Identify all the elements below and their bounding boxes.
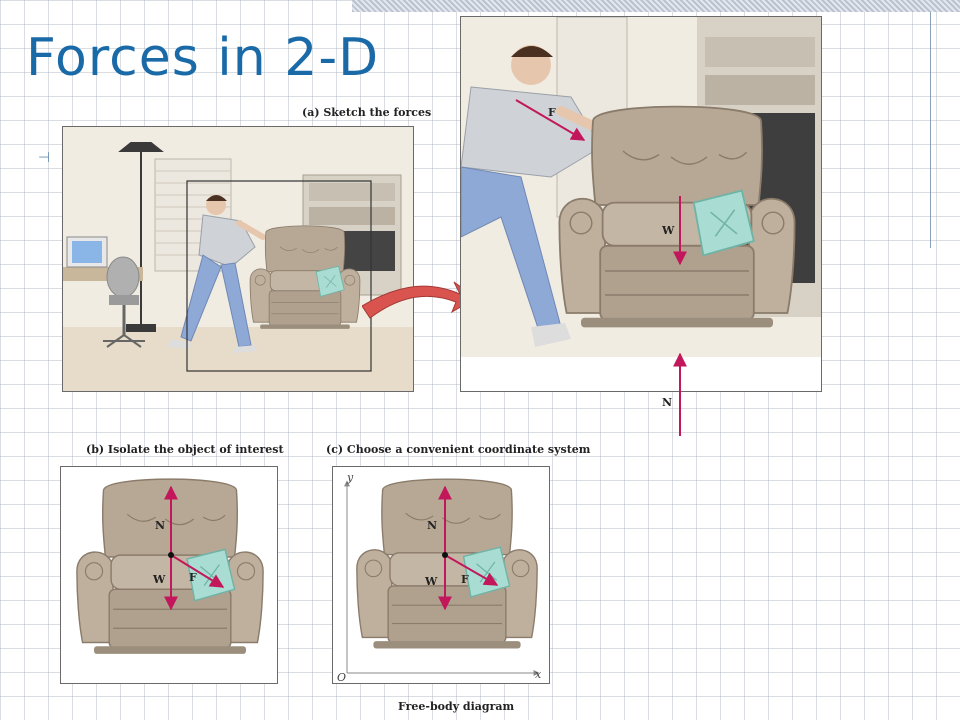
x-axis-label: x bbox=[535, 668, 542, 681]
zoomed-scene-panel bbox=[460, 16, 822, 392]
coordinate-chair-diagram: y x O N W F bbox=[337, 471, 542, 684]
caption-sketch-forces: (a) Sketch the forces bbox=[302, 106, 432, 119]
top-decorative-band bbox=[352, 0, 960, 12]
coordinate-system-panel: y x O N W F bbox=[332, 466, 550, 684]
bullet-mark: ⊣ bbox=[38, 150, 51, 166]
room-scene-illustration bbox=[63, 127, 413, 391]
coord-center-point bbox=[442, 552, 448, 558]
y-axis-label: y bbox=[346, 471, 354, 484]
caption-coordinate-system: (c) Choose a convenient coordinate syste… bbox=[326, 443, 591, 456]
coord-applied-arrow bbox=[444, 554, 499, 586]
fbd-label-weight: W bbox=[152, 573, 166, 586]
slide-title: Forces in 2-D bbox=[26, 28, 380, 88]
fbd-label-applied: F bbox=[189, 571, 197, 584]
scene-panel bbox=[62, 126, 414, 392]
isolated-object-panel: N W F bbox=[60, 466, 278, 684]
coord-label-weight: W bbox=[424, 575, 438, 588]
caption-free-body-diagram: Free-body diagram bbox=[398, 700, 515, 713]
label-normal-force: N bbox=[662, 396, 672, 409]
origin-label: O bbox=[337, 671, 346, 684]
fbd-applied-arrow bbox=[170, 554, 225, 588]
coord-label-normal: N bbox=[427, 519, 437, 532]
right-decorative-rule bbox=[930, 12, 931, 248]
caption-isolate-object: (b) Isolate the object of interest bbox=[86, 443, 284, 456]
isolated-chair-diagram: N W F bbox=[76, 478, 264, 655]
coord-label-applied: F bbox=[461, 573, 469, 586]
zoomed-scene-illustration bbox=[461, 17, 821, 391]
center-point bbox=[168, 552, 174, 558]
fbd-label-normal: N bbox=[155, 519, 165, 532]
